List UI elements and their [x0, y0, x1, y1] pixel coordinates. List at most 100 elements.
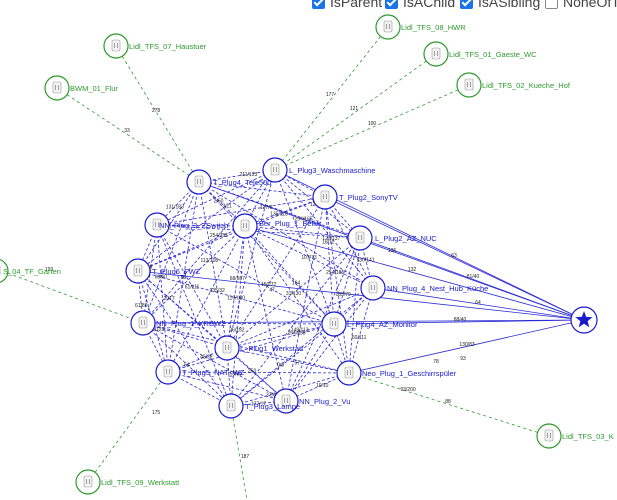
filter-isparent-checkbox[interactable] [312, 0, 325, 9]
device-node-router[interactable]: L_Plug2_AZ_NUC [347, 225, 437, 251]
coordinator-link-label: 93 [460, 356, 466, 362]
mesh-link [226, 323, 335, 349]
filter-isparent[interactable]: IsParent [312, 0, 382, 10]
child-link-label: 33 [124, 128, 130, 134]
device-node-router[interactable]: NN_Plug_3_ZSwitch [144, 212, 228, 238]
coordinator-link [348, 319, 585, 374]
plug-icon [194, 175, 204, 188]
node-label: BWM_01_Flur [70, 84, 118, 93]
device-node-child[interactable]: Lidl_TFS_09_Werkstatt [75, 469, 180, 495]
node-label: L_Plug3_Waschmaschine [289, 166, 375, 175]
mesh-link-label: 2017 [164, 296, 175, 302]
plug-icon [111, 39, 121, 52]
filter-isachild[interactable]: IsAChild [385, 0, 455, 10]
device-node-router[interactable]: T_Plug6_FWZ [125, 258, 201, 284]
coordinator-link-label: 78 [433, 359, 439, 365]
mesh-link [285, 287, 374, 402]
device-node-router[interactable]: L_Plug1_Werkstatt [214, 335, 304, 361]
mesh-link-label: 61/89 [135, 303, 148, 309]
device-node-child[interactable]: Lidl_TFS_02_Kueche_Hof [456, 72, 571, 98]
node-label: Ber_Plug_1_Beller [259, 219, 322, 228]
filter-isparent-label: IsParent [330, 0, 383, 10]
mesh-link [156, 224, 335, 325]
device-node-router[interactable]: NN_Plug_4_Nest_Hub_Küche [360, 275, 488, 301]
coordinator-node[interactable] [570, 306, 598, 334]
child-link-label: 175 [152, 410, 161, 416]
node-label: Lidl_TFS_08_HWR [401, 23, 466, 32]
child-link-label: 187 [241, 454, 250, 460]
device-node-child[interactable]: BWM_01_Flur [44, 75, 118, 101]
mesh-link-label: 164 [292, 280, 301, 286]
filter-isasibling-checkbox[interactable] [460, 0, 473, 9]
node-label: Lidl_TFS_09_Werkstatt [101, 478, 180, 487]
device-node-child[interactable]: Lidl_TFS_01_Gaeste_WC [423, 41, 537, 67]
device-node-router[interactable]: T_Plug2_SonyTV [312, 184, 398, 210]
mesh-link [156, 169, 276, 226]
coordinator-link-label: 81/40 [467, 274, 480, 280]
plug-icon [83, 475, 93, 488]
device-node-router[interactable]: L_Plug3_Waschmaschine [262, 157, 375, 183]
filter-isasibling[interactable]: IsASibling [460, 0, 540, 10]
filter-none[interactable]: NoneOfTh [545, 0, 617, 10]
mesh-link-label: 0/0 [277, 363, 284, 369]
mesh-link-label: 130/141 [356, 257, 374, 263]
mesh-link-label: 127/137 [322, 236, 340, 242]
node-label: T_Plug6_FWZ [152, 267, 201, 276]
plug-icon [355, 231, 365, 244]
coordinator-link [359, 237, 585, 321]
mesh-link-label: 55/50 [230, 372, 243, 378]
plug-icon [383, 20, 393, 33]
mesh-link-label: 254/255 [210, 233, 228, 239]
plug-icon [52, 81, 62, 94]
mesh-link [230, 225, 246, 407]
mesh-link [137, 169, 276, 272]
node-circle[interactable] [0, 259, 9, 283]
coordinator-link-label: 136 [388, 248, 397, 254]
device-node-router[interactable]: Neo_Plug_1_Geschirrspüler [336, 360, 457, 386]
child-link-label: 121 [350, 106, 359, 112]
mesh-link-label: 149/113 [291, 328, 309, 334]
filter-isachild-checkbox[interactable] [385, 0, 398, 9]
mesh-link-label: 31/130 [286, 291, 302, 297]
filter-none-checkbox[interactable] [545, 0, 558, 9]
child-link [56, 87, 200, 183]
device-node-router[interactable]: Ber_Plug_1_Beller [232, 213, 322, 239]
mesh-link [198, 181, 361, 239]
device-node-router[interactable]: T_Plug5_NAT_WZ [155, 359, 245, 385]
node-label: NN_Plug_1_XRBWZ [156, 319, 226, 328]
device-node-router[interactable]: NN_Plug_1_XRBWZ [130, 310, 226, 336]
mesh-link [137, 196, 326, 272]
device-node-child[interactable]: Lidl_TFS_07_Haustuer [103, 33, 207, 59]
mesh-link [142, 322, 350, 374]
mesh-link-label: 3/11 [222, 203, 232, 209]
plug-icon [133, 264, 143, 277]
mesh-link-label: 105/123 [146, 327, 164, 333]
mesh-link [137, 225, 246, 272]
mesh-link-label: 61/111 [185, 285, 200, 291]
mesh-link [226, 287, 374, 349]
node-label: Lidl_TFS_01_Gaeste_WC [449, 50, 537, 59]
device-node-router[interactable]: T_Plug4_Tele500 [186, 169, 271, 195]
plug-icon [320, 190, 330, 203]
mesh-link [167, 181, 200, 373]
mesh-link [142, 322, 232, 407]
device-node-child[interactable]: Lidl_TFS_03_K [536, 423, 614, 449]
mesh-link [137, 270, 287, 402]
device-node-child[interactable]: S_04_TF_Garten [0, 259, 61, 283]
device-node-router[interactable]: T_Plug3_Lampe [218, 393, 300, 419]
mesh-link [226, 237, 361, 349]
child-link [230, 405, 248, 500]
device-node-router[interactable]: L_Plug4_AZ_Monitor [321, 311, 418, 337]
mesh-link [137, 270, 144, 324]
mesh-link [226, 169, 276, 349]
mesh-link-label: 59 [181, 275, 187, 281]
device-node-router[interactable]: NN_Plug_2_Vu [273, 388, 350, 414]
mesh-link [198, 181, 228, 349]
mesh-link [198, 169, 276, 183]
mesh-link [142, 225, 246, 324]
mesh-link-label: 68/107 [230, 276, 246, 282]
child-link-label: 177 [326, 92, 335, 98]
device-node-child[interactable]: Lidl_TFS_08_HWR [375, 14, 466, 40]
mesh-link-label: 254/165 [295, 216, 313, 222]
coordinator-link [324, 196, 585, 321]
